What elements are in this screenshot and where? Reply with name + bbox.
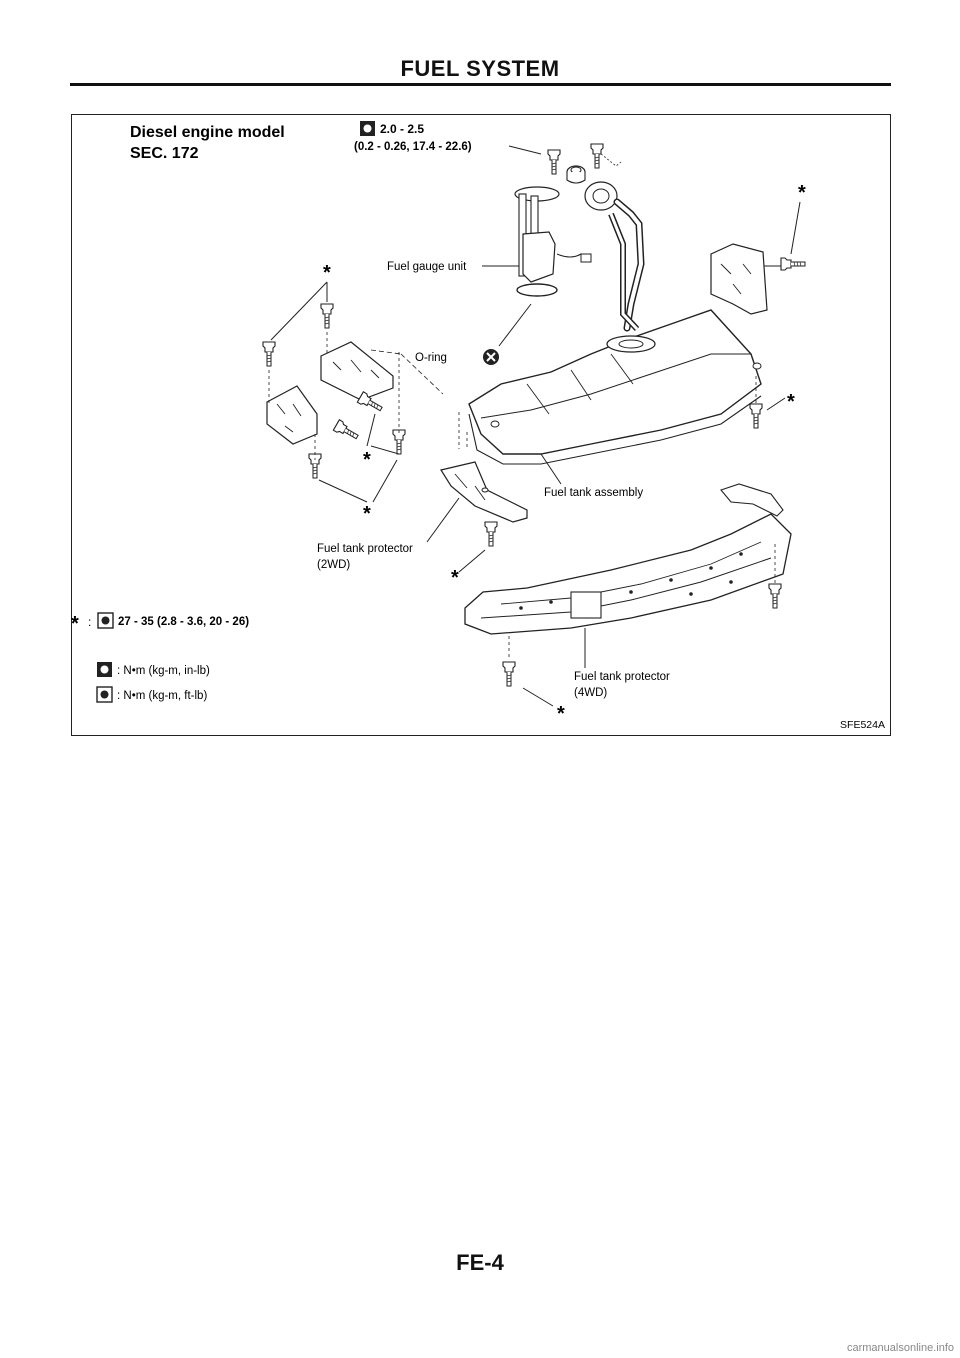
bracket-bolt-icon xyxy=(332,419,361,443)
bracket-bolt-icon xyxy=(262,341,276,367)
filler-tube-icon xyxy=(584,181,645,332)
exploded-diagram: Diesel engine model SEC. 172 2.0 - 2.5 (… xyxy=(71,121,885,731)
asterisk-marker: * xyxy=(363,503,371,525)
section-number: SEC. 172 xyxy=(130,145,199,162)
torque-in-lb-icon xyxy=(360,121,375,136)
protector-4wd-icon xyxy=(464,483,792,635)
figure-frame xyxy=(71,114,891,736)
protector-bolt-icon xyxy=(502,661,516,687)
model-title: Diesel engine model xyxy=(130,124,285,141)
torque-in-lb-icon xyxy=(97,662,112,677)
fuel-tank-icon xyxy=(468,309,762,465)
figure-code: SFE524A xyxy=(840,719,885,731)
protector-2wd-icon xyxy=(440,461,528,523)
torque-top-value: 2.0 - 2.5 xyxy=(380,122,424,136)
fuel-tank-assembly-label: Fuel tank assembly xyxy=(544,487,643,499)
gauge-screw-icon xyxy=(590,143,604,169)
tank-bolt-icon xyxy=(749,403,763,429)
tank-bracket-icon xyxy=(710,243,768,315)
torque-top-conversion: (0.2 - 0.26, 17.4 - 22.6) xyxy=(354,141,472,153)
gauge-screw-icon xyxy=(547,149,561,175)
protector-bolt-icon xyxy=(484,521,498,547)
legend-ft-lb: : N•m (kg-m, ft-lb) xyxy=(117,690,207,702)
asterisk-marker: * xyxy=(557,703,565,725)
asterisk-marker: * xyxy=(363,449,371,471)
torque-ft-lb-icon xyxy=(96,686,113,703)
bracket-bolt-icon xyxy=(308,453,322,479)
protector-bolt-icon xyxy=(768,583,782,609)
asterisk-marker: * xyxy=(798,182,806,204)
bracket-bolt-icon xyxy=(780,257,806,271)
bracket-bolt-icon xyxy=(320,303,334,329)
legend-in-lb: : N•m (kg-m, in-lb) xyxy=(117,665,210,677)
fuel-gauge-unit-label: Fuel gauge unit xyxy=(387,261,467,273)
asterisk-marker: * xyxy=(451,567,459,589)
star-note-colon: : xyxy=(88,615,91,629)
page-number: FE-4 xyxy=(456,1250,504,1275)
do-not-reuse-icon xyxy=(483,349,499,365)
header-rule xyxy=(70,83,891,86)
o-ring-label: O-ring xyxy=(415,352,447,364)
protector-2wd-label-line1: Fuel tank protector xyxy=(317,543,413,555)
torque-ft-lb-icon xyxy=(97,612,114,629)
page-title: FUEL SYSTEM xyxy=(400,56,560,81)
protector-4wd-label-line1: Fuel tank protector xyxy=(574,671,670,683)
star-note-torque: 27 - 35 (2.8 - 3.6, 20 - 26) xyxy=(118,616,249,628)
asterisk-marker: * xyxy=(323,262,331,284)
asterisk-marker: * xyxy=(787,391,795,413)
watermark: carmanualsonline.info xyxy=(846,1342,954,1354)
grommet-icon xyxy=(566,165,586,184)
asterisk-marker: * xyxy=(71,613,79,635)
fuel-gauge-unit-icon xyxy=(514,186,592,297)
front-bracket-icon xyxy=(266,385,318,445)
protector-4wd-label-line2: (4WD) xyxy=(574,687,607,699)
rear-bracket-icon xyxy=(320,341,394,401)
protector-2wd-label-line2: (2WD) xyxy=(317,559,350,571)
bracket-bolt-icon xyxy=(392,429,406,455)
